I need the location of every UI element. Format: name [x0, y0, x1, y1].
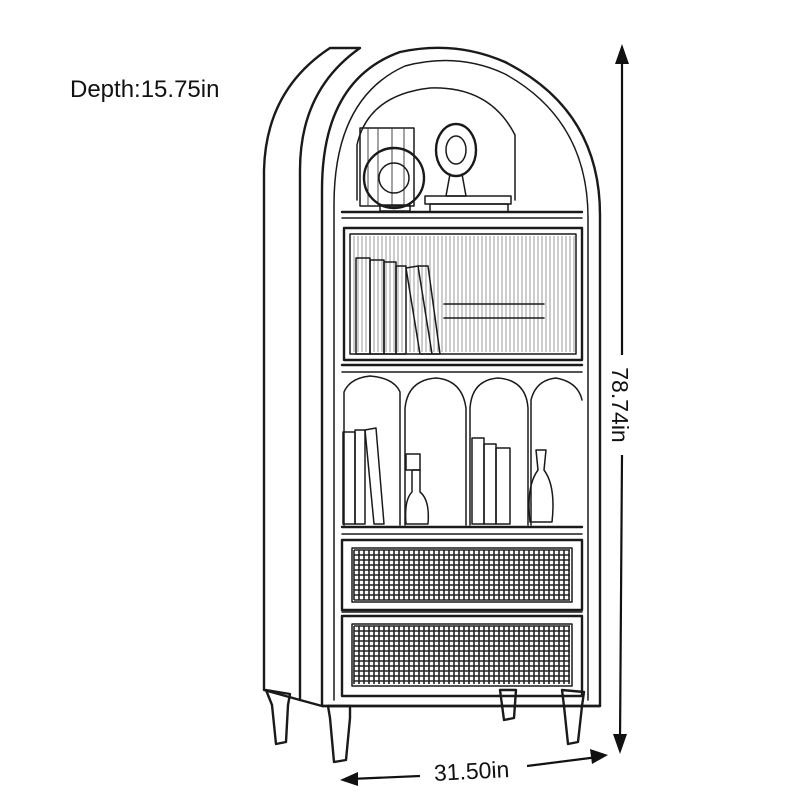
bottom-rail [298, 698, 602, 708]
rattan-weave-upper [353, 549, 570, 601]
ring-sculpture [362, 146, 426, 212]
width-dimension: 31.50in [340, 749, 608, 786]
arched-shelf-objects [342, 427, 554, 525]
depth-label: Depth:15.75in [70, 76, 219, 103]
height-label: 78.74in [607, 367, 633, 442]
width-label: 31.50in [433, 756, 510, 786]
rattan-weave-lower [353, 625, 570, 684]
height-dimension: 78.74in [607, 44, 633, 754]
loop-sculpture [424, 122, 512, 213]
fluted-glass-door [340, 226, 584, 373]
upper-rattan-drawer [340, 538, 584, 613]
cabinet-side-panel [262, 46, 362, 702]
glass-flutes [353, 236, 575, 352]
lower-rattan-drawer [340, 614, 584, 698]
cabinet-front-frame [320, 46, 602, 708]
books-behind-glass [355, 257, 545, 355]
arched-open-shelf [340, 375, 584, 535]
legs [264, 688, 586, 764]
